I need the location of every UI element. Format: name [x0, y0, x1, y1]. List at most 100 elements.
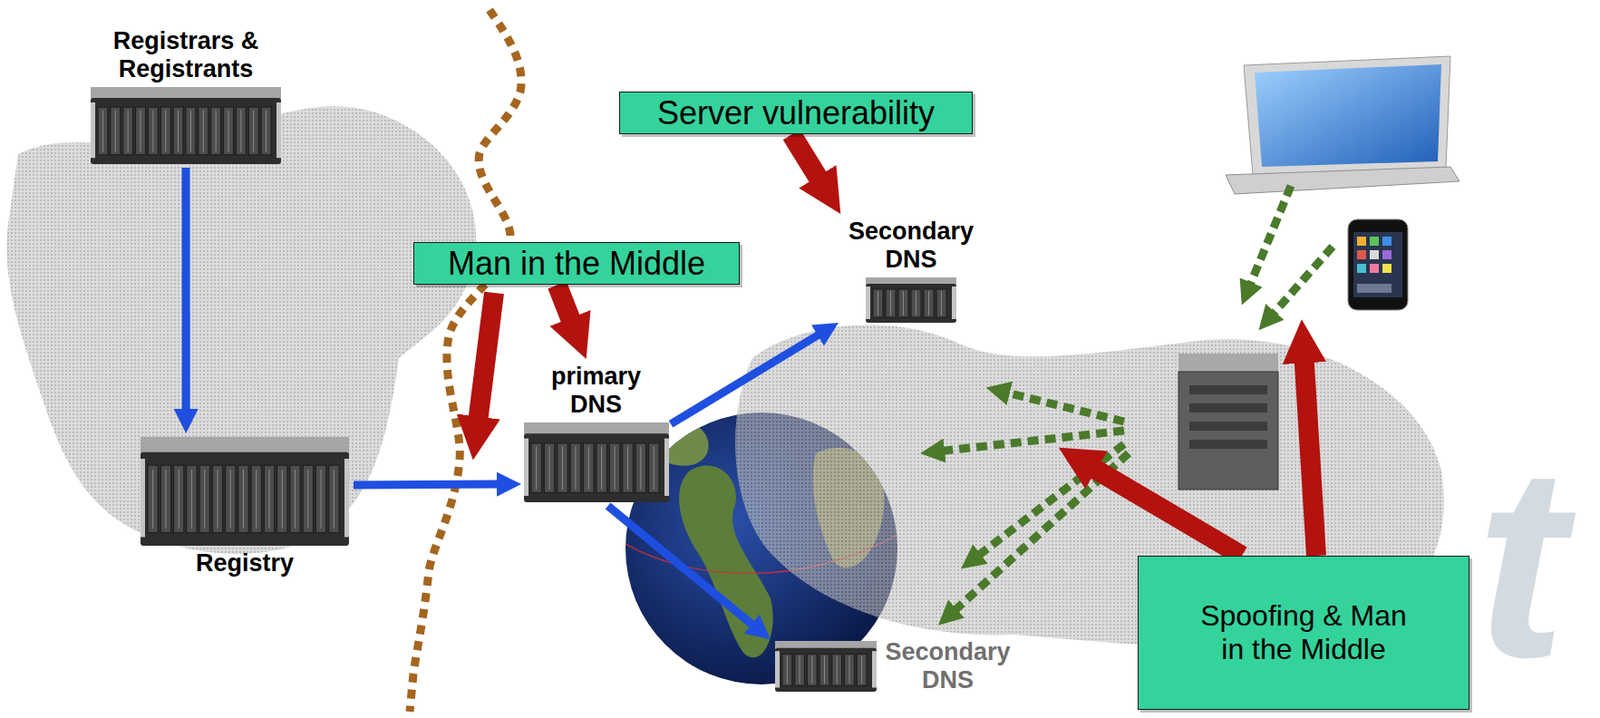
server-label: Registrars & Registrants — [76, 27, 296, 84]
server-bay — [885, 289, 896, 318]
server-label: Registry — [195, 549, 294, 578]
server-bay — [147, 106, 158, 156]
server-grill — [652, 446, 654, 490]
server-bay — [185, 106, 196, 156]
server-bay — [223, 106, 234, 156]
server-bay — [174, 465, 185, 533]
server-grill — [333, 469, 335, 529]
server-grill — [127, 110, 129, 153]
query-arrow — [1248, 185, 1291, 290]
server-bay — [831, 654, 842, 687]
phone-body — [1347, 219, 1408, 311]
laptop-base — [1225, 166, 1460, 194]
server-bay — [556, 443, 567, 494]
flow-arrow — [557, 284, 576, 330]
server-bay — [782, 654, 793, 687]
server-bay — [1189, 403, 1268, 413]
server-bay — [1189, 439, 1268, 449]
server-bay — [212, 465, 223, 533]
server-body — [1178, 371, 1279, 490]
server-handle — [276, 102, 282, 158]
server-bay — [235, 106, 246, 156]
server-bay — [898, 289, 909, 318]
server-bay — [582, 443, 593, 494]
callout-text: Server vulnerability — [657, 94, 935, 132]
callout-text: Spoofing & Man in the Middle — [1167, 599, 1440, 667]
server-body — [775, 648, 877, 692]
server-grill — [115, 110, 117, 153]
server-grill — [601, 446, 602, 490]
server-grill — [242, 469, 244, 529]
server-grill — [940, 290, 942, 316]
server-top — [775, 640, 877, 650]
server-grill — [281, 469, 283, 529]
flow-arrow — [608, 505, 758, 629]
server-bay — [856, 654, 867, 687]
laptop — [1225, 56, 1460, 194]
server-bay — [609, 443, 620, 494]
server-handle — [865, 286, 871, 320]
server-grill — [548, 446, 550, 490]
dock — [1357, 283, 1392, 293]
server-bay — [263, 465, 274, 533]
app-icon — [1357, 263, 1367, 273]
dns-server-node: Registry — [135, 433, 354, 582]
server-handle — [951, 286, 957, 320]
server-bay — [843, 654, 854, 687]
server-grill — [152, 110, 154, 153]
threat-arrows — [476, 292, 1317, 556]
phone-screen — [1353, 232, 1403, 298]
laptop-lid — [1243, 56, 1451, 175]
dns-server-node: Registrars & Registrants — [72, 23, 300, 168]
laptop-screen — [1254, 64, 1442, 167]
server-handle — [664, 438, 670, 496]
server-handle — [872, 650, 877, 688]
server-grill — [848, 656, 850, 684]
app-icon — [1382, 236, 1392, 246]
server-bay — [302, 465, 313, 533]
server-label: Secondary DNS — [843, 217, 980, 274]
flow-arrow — [353, 480, 505, 490]
server-grill — [203, 469, 205, 529]
dns-server-node: Secondary DNS — [838, 213, 984, 327]
server-grill — [320, 469, 322, 529]
server-bay — [315, 465, 326, 533]
app-icon — [1357, 250, 1367, 260]
flow-arrow — [791, 134, 825, 188]
app-icon — [1369, 250, 1379, 260]
server-top — [1178, 353, 1279, 374]
server-bay — [238, 465, 249, 533]
server-top — [90, 87, 282, 100]
server-bay — [248, 106, 259, 156]
flow-arrow — [182, 167, 191, 417]
server-handle — [775, 650, 780, 688]
server-bay — [329, 465, 340, 533]
server-grill — [824, 656, 825, 684]
server-bay — [225, 465, 236, 533]
server-bay — [923, 289, 934, 318]
server-grill — [294, 469, 296, 529]
server-grill — [164, 469, 166, 529]
phone — [1347, 219, 1408, 311]
server-grill — [140, 110, 142, 153]
server-grill — [902, 290, 904, 316]
server-body — [865, 283, 957, 323]
server-bay — [147, 465, 158, 533]
server-grill — [915, 290, 917, 316]
server-grill — [240, 110, 242, 153]
resolver-server — [1178, 353, 1279, 490]
server-bay — [251, 465, 262, 533]
server-bay — [570, 443, 581, 494]
server-bay — [97, 106, 108, 156]
server-bay — [198, 106, 209, 156]
server-top — [140, 436, 350, 455]
callout-box: Server vulnerability — [619, 91, 973, 135]
server-bay — [160, 106, 171, 156]
server-label: Secondary DNS — [880, 638, 1017, 695]
server-grill — [877, 290, 879, 316]
server-bay — [186, 465, 197, 533]
server-grill — [177, 110, 179, 153]
server-grill — [265, 110, 267, 153]
server-bay — [794, 654, 805, 687]
threat-arrow — [476, 292, 495, 430]
